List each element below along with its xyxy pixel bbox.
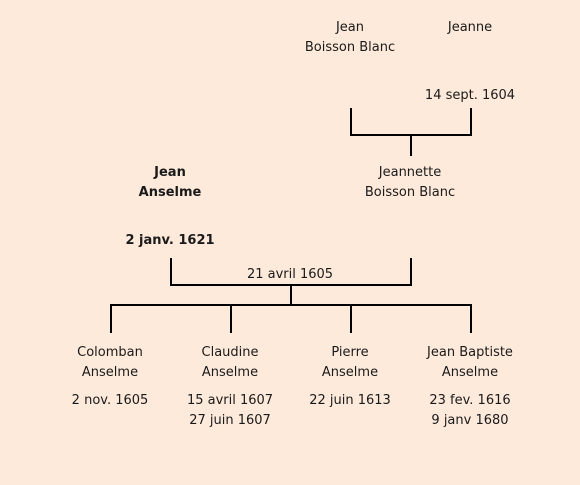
- last-name: Anselme: [201, 365, 259, 380]
- connector-line: [290, 284, 292, 305]
- first-name: Jean Baptiste: [427, 345, 513, 360]
- person-claudine-anselme: Claudine Anselme: [160, 343, 300, 383]
- person-jean-boisson-blanc: Jean Boisson Blanc: [280, 18, 420, 58]
- birth-date: 2 nov. 1605: [71, 393, 149, 408]
- last-name: Anselme: [321, 365, 379, 380]
- connector-line: [230, 304, 232, 333]
- person-pierre-anselme: Pierre Anselme: [280, 343, 420, 383]
- last-name: Anselme: [441, 365, 499, 380]
- person-jean-baptiste-anselme: Jean Baptiste Anselme: [400, 343, 540, 383]
- person-jean-anselme: Jean Anselme: [100, 163, 240, 203]
- connector-line: [410, 134, 412, 156]
- person-jeannette-boisson-blanc: Jeannette Boisson Blanc: [340, 163, 480, 203]
- first-name: Jeannette: [378, 165, 442, 180]
- first-name: Colomban: [77, 345, 143, 360]
- person-jeanne: Jeanne: [400, 18, 540, 38]
- first-name: Jeanne: [447, 20, 493, 35]
- birth-date: 15 avril 1607: [186, 393, 274, 408]
- first-name: Claudine: [201, 345, 259, 360]
- date-jeanne: 14 sept. 1604: [424, 88, 516, 103]
- last-name: Boisson Blanc: [304, 40, 396, 55]
- death-date: 27 juin 1607: [189, 413, 271, 428]
- death-date: 9 janv 1680: [431, 413, 509, 428]
- first-name: Jean: [335, 20, 365, 35]
- last-name: Anselme: [81, 365, 139, 380]
- birth-date: 22 juin 1613: [309, 393, 391, 408]
- person-colomban-anselme: Colomban Anselme: [40, 343, 180, 383]
- date-jean-anselme: 2 janv. 1621: [125, 233, 215, 248]
- birth-date: 23 fev. 1616: [429, 393, 511, 408]
- connector-line: [110, 304, 112, 333]
- connector-line: [470, 304, 472, 333]
- first-name: Jean: [154, 165, 186, 180]
- connector-line: [350, 304, 352, 333]
- last-name: Anselme: [138, 185, 202, 200]
- marriage-date: 21 avril 1605: [246, 267, 334, 282]
- first-name: Pierre: [331, 345, 369, 360]
- last-name: Boisson Blanc: [364, 185, 456, 200]
- connector-line: [170, 258, 172, 286]
- connector-line: [410, 258, 412, 286]
- connector-line: [350, 108, 352, 136]
- connector-line: [470, 108, 472, 136]
- connector-line: [110, 304, 472, 306]
